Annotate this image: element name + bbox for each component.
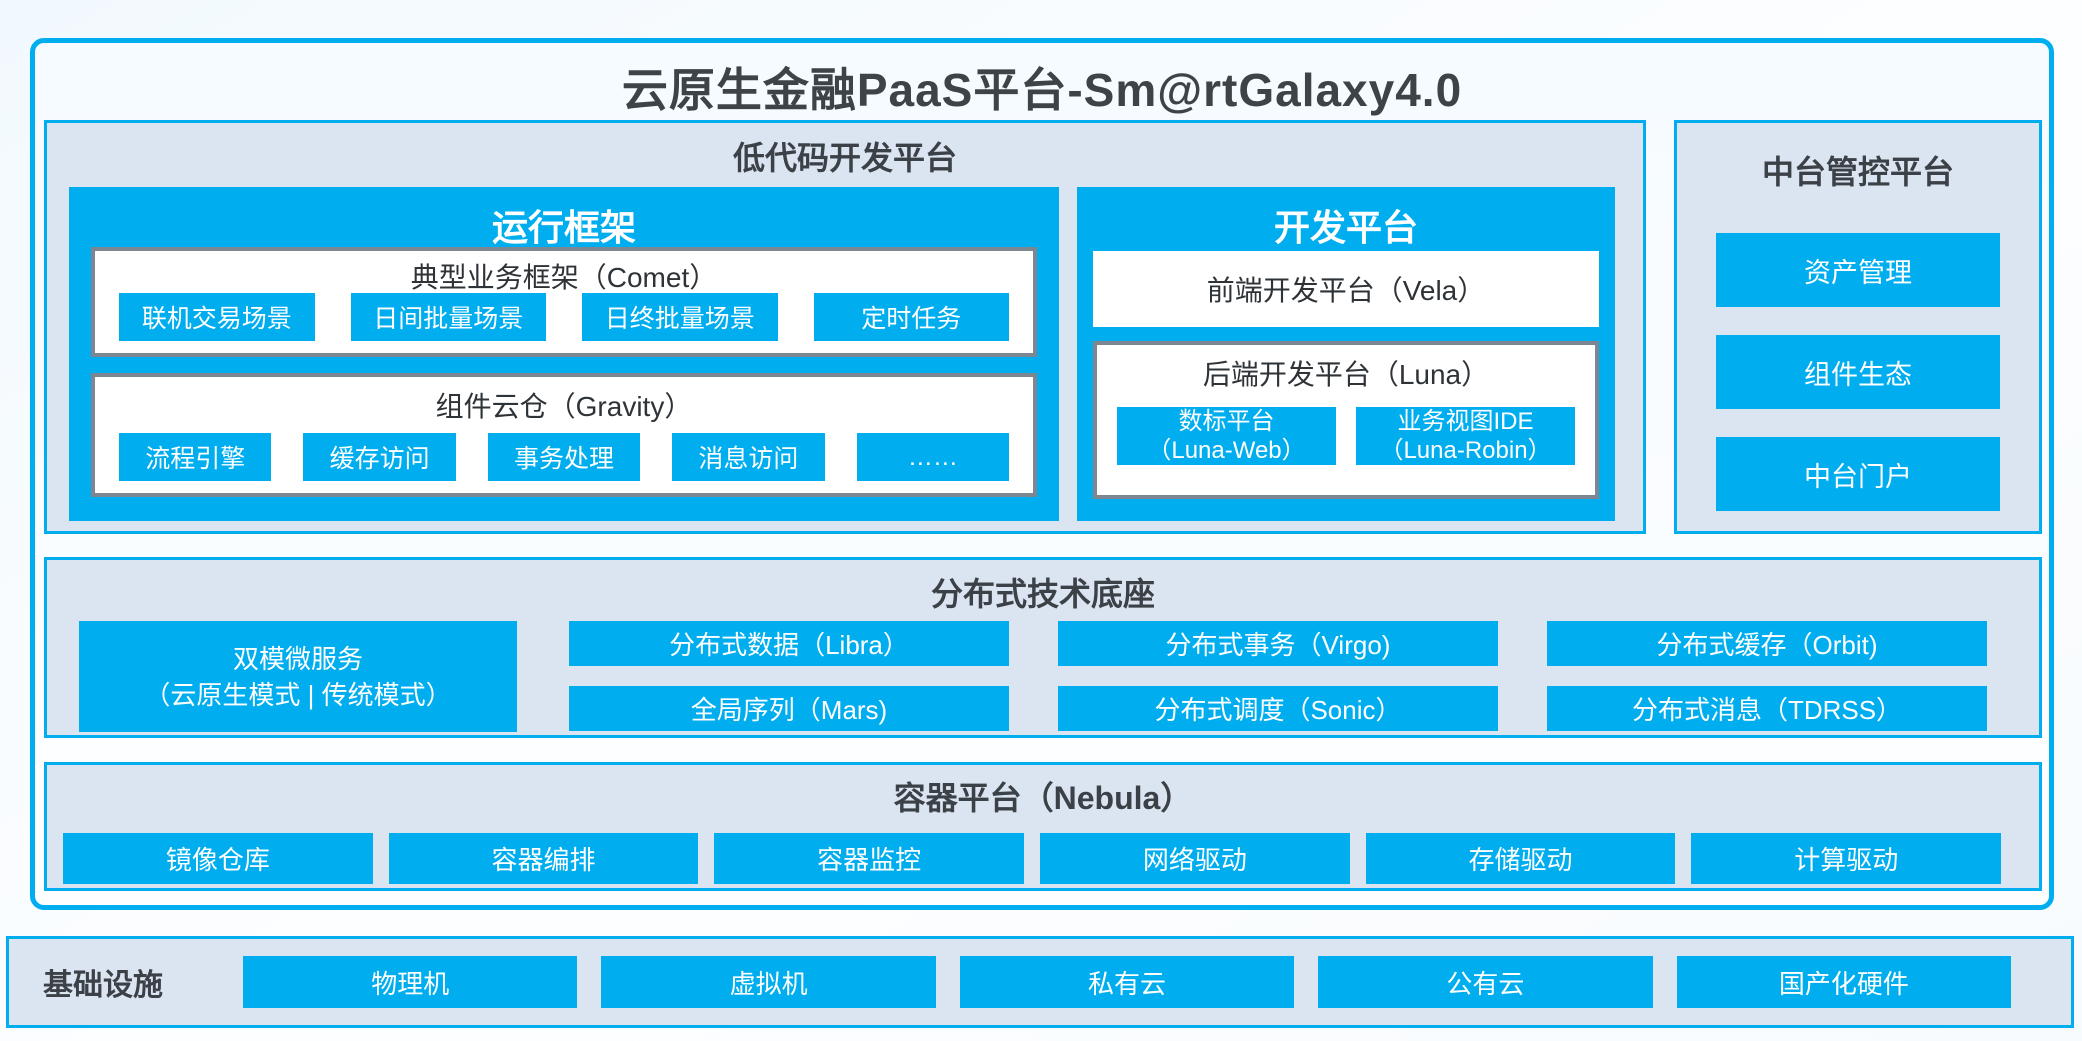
luna-title: 后端开发平台（Luna） [1202,359,1490,390]
panel-midoffice: 中台管控平台 资产管理 组件生态 中台门户 [1674,120,2042,534]
distributed-grid: 分布式数据（Libra） 分布式事务（Virgo) 分布式缓存（Orbit) 全… [569,621,1987,731]
comet-item: 定时任务 [813,293,1009,341]
infrastructure-item: 私有云 [959,956,1295,1008]
comet-item: 联机交易场景 [119,293,315,341]
infrastructure-item: 国产化硬件 [1676,956,2012,1008]
luna-item-code: （Luna-Robin） [1379,437,1552,464]
distributed-item: 全局序列（Mars) [569,686,1009,731]
luna-box: 后端开发平台（Luna） 数标平台 （Luna-Web） 业务视图IDE （Lu… [1093,341,1599,499]
infrastructure-item: 公有云 [1318,956,1653,1008]
container-items-row: 镜像仓库 容器编排 容器监控 网络驱动 存储驱动 计算驱动 [63,833,2002,884]
container-item: 网络驱动 [1040,833,1350,884]
luna-item-code: （Luna-Web） [1147,437,1306,464]
gravity-item: 消息访问 [672,433,825,481]
luna-item-name: 数标平台 [1178,408,1275,435]
infrastructure-item: 虚拟机 [601,956,936,1008]
page-title: 云原生金融PaaS平台-Sm@rtGalaxy4.0 [621,64,1463,116]
comet-title: 典型业务框架（Comet） [410,262,718,293]
container-item: 存储驱动 [1365,833,1676,884]
distributed-item: 分布式缓存（Orbit) [1547,621,1987,666]
panel-distributed: 分布式技术底座 双模微服务 （云原生模式 | 传统模式） 分布式数据（Libra… [44,557,2042,738]
distributed-title: 分布式技术底座 [930,576,1155,612]
panel-container: 容器平台（Nebula） 镜像仓库 容器编排 容器监控 网络驱动 存储驱动 计算… [44,762,2042,891]
gravity-item: 缓存访问 [303,433,456,481]
gravity-item: …… [856,433,1010,481]
infrastructure-label: 基础设施 [43,969,163,1002]
lowcode-title: 低代码开发平台 [732,140,957,176]
container-item: 计算驱动 [1691,833,2002,884]
midoffice-title: 中台管控平台 [1761,154,1954,190]
comet-item: 日间批量场景 [350,293,546,341]
gravity-box: 组件云仓（Gravity） 流程引擎 缓存访问 事务处理 消息访问 …… [91,373,1037,497]
container-item: 容器监控 [714,833,1025,884]
vela-box: 前端开发平台（Vela） [1093,251,1599,327]
luna-item: 数标平台 （Luna-Web） [1117,407,1336,465]
runtime-frame-title: 运行框架 [491,207,636,248]
dual-mode-microservice-box: 双模微服务 （云原生模式 | 传统模式） [79,621,517,732]
panel-lowcode: 低代码开发平台 运行框架 典型业务框架（Comet） 联机交易场景 日间批量场景… [44,120,1646,534]
container-item: 镜像仓库 [63,833,373,884]
container-item: 容器编排 [388,833,699,884]
comet-item: 日终批量场景 [582,293,778,341]
luna-item-name: 业务视图IDE [1397,408,1534,435]
distributed-item: 分布式数据（Libra） [569,621,1009,666]
dev-platform-title: 开发平台 [1273,207,1418,248]
runtime-frame-box: 运行框架 典型业务框架（Comet） 联机交易场景 日间批量场景 日终批量场景 … [69,187,1059,521]
luna-items-row: 数标平台 （Luna-Web） 业务视图IDE （Luna-Robin） [1117,407,1575,465]
dev-platform-box: 开发平台 前端开发平台（Vela） 后端开发平台（Luna） 数标平台 （Lun… [1077,187,1615,521]
midoffice-item: 中台门户 [1716,437,2000,511]
midoffice-item: 资产管理 [1716,233,2000,307]
luna-item: 业务视图IDE （Luna-Robin） [1356,407,1575,465]
gravity-title: 组件云仓（Gravity） [435,391,693,422]
distributed-item: 分布式调度（Sonic） [1058,686,1498,731]
comet-box: 典型业务框架（Comet） 联机交易场景 日间批量场景 日终批量场景 定时任务 [91,247,1037,357]
infrastructure-items-row: 物理机 虚拟机 私有云 公有云 国产化硬件 [243,956,2012,1008]
gravity-items-row: 流程引擎 缓存访问 事务处理 消息访问 …… [119,433,1010,481]
distributed-item: 分布式事务（Virgo) [1058,621,1498,666]
infrastructure-item: 物理机 [243,956,578,1008]
distributed-item: 分布式消息（TDRSS） [1547,686,1987,731]
midoffice-items-col: 资产管理 组件生态 中台门户 [1716,233,2000,511]
container-title: 容器平台（Nebula） [893,780,1193,816]
gravity-item: 流程引擎 [119,433,272,481]
dual-mode-line1: 双模微服务 [232,643,363,674]
midoffice-item: 组件生态 [1716,335,2000,409]
gravity-item: 事务处理 [487,433,641,481]
dual-mode-line2: （云原生模式 | 传统模式） [144,679,452,710]
comet-items-row: 联机交易场景 日间批量场景 日终批量场景 定时任务 [119,293,1009,341]
panel-infrastructure: 基础设施 物理机 虚拟机 私有云 公有云 国产化硬件 [6,936,2074,1028]
